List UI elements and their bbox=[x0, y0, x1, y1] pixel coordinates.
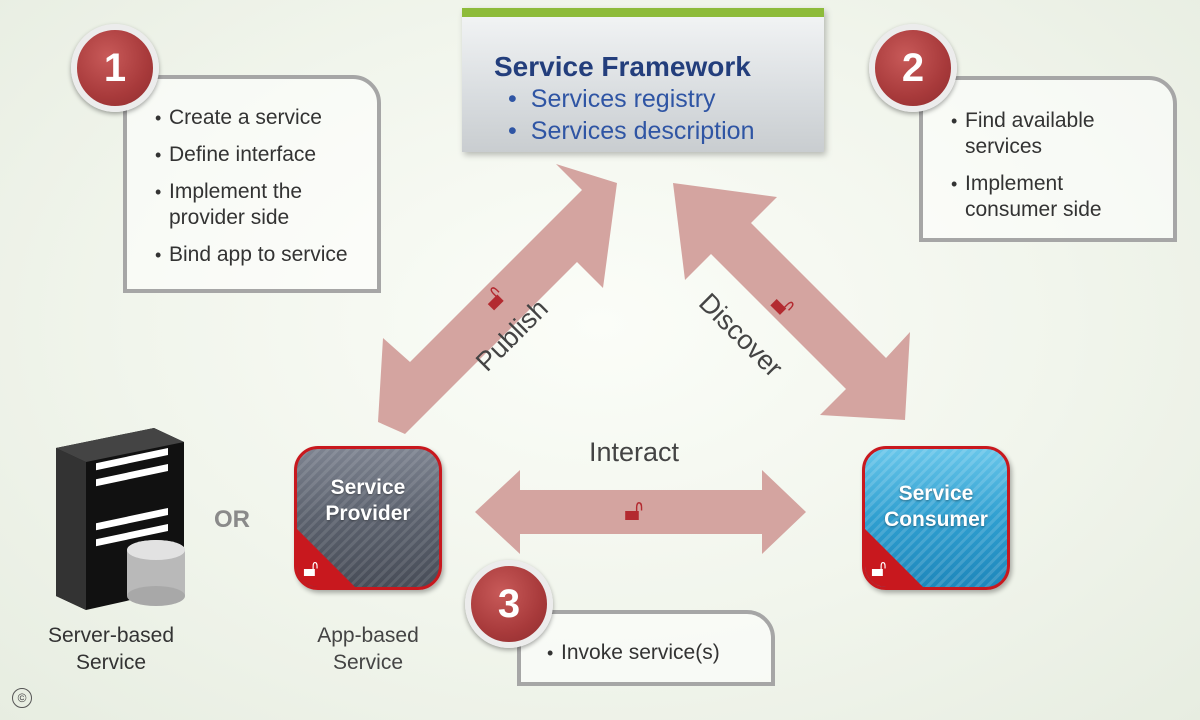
service-consumer-tile: Service Consumer 🔓︎ bbox=[862, 446, 1010, 590]
server-icon bbox=[56, 428, 185, 610]
server-caption: Server-based Service bbox=[20, 622, 202, 676]
framework-item: Services description bbox=[508, 115, 755, 147]
provider-caption-line: Service bbox=[332, 651, 404, 674]
padlock-icon: 🔓︎ bbox=[871, 555, 887, 582]
step-1-item: Implement the provider side bbox=[155, 179, 339, 231]
or-label: OR bbox=[214, 506, 250, 533]
step-2-badge: 2 bbox=[869, 24, 957, 112]
step-3-badge: 3 bbox=[465, 560, 553, 648]
copyright-icon: © bbox=[12, 688, 32, 708]
service-provider-tile: Service Provider 🔓︎ bbox=[294, 446, 442, 590]
tile-corner bbox=[297, 529, 355, 587]
step-2-item: Find available services bbox=[951, 108, 1125, 160]
step-1-item: Bind app to service bbox=[155, 242, 381, 268]
discover-arrow bbox=[673, 183, 910, 420]
tile-corner bbox=[865, 529, 923, 587]
interact-arrow bbox=[475, 470, 806, 554]
padlock-icon: 🔓︎ bbox=[624, 494, 644, 527]
framework-item: Services registry bbox=[508, 83, 754, 115]
step-2-box: Find available services Implement consum… bbox=[919, 76, 1177, 242]
step-1-box: Create a service Define interface Implem… bbox=[123, 75, 381, 293]
step-3-item: Invoke service(s) bbox=[547, 640, 720, 666]
step-1-badge: 1 bbox=[71, 24, 159, 112]
publish-arrow bbox=[378, 164, 617, 434]
server-caption-line: Service bbox=[75, 651, 147, 674]
consumer-label-line: Service bbox=[898, 482, 974, 505]
step-1-item: Create a service bbox=[155, 105, 381, 131]
step-3-list: Invoke service(s) bbox=[547, 640, 720, 677]
provider-label-line: Provider bbox=[325, 502, 411, 525]
step-3-box: Invoke service(s) bbox=[517, 610, 775, 686]
step-2-list: Find available services Implement consum… bbox=[951, 108, 1151, 234]
provider-label-line: Service bbox=[330, 476, 406, 499]
provider-caption: App-based Service bbox=[282, 622, 454, 676]
provider-caption-line: App-based bbox=[317, 624, 419, 647]
framework-list: Services registry Services description bbox=[508, 83, 755, 147]
service-framework-box: Service Framework Services registry Serv… bbox=[462, 8, 824, 152]
consumer-label-line: Consumer bbox=[884, 508, 988, 531]
step-1-item: Define interface bbox=[155, 142, 381, 168]
interact-label: Interact bbox=[589, 437, 680, 467]
framework-title: Service Framework bbox=[494, 51, 751, 82]
padlock-icon: 🔓︎ bbox=[303, 555, 319, 582]
server-caption-line: Server-based bbox=[47, 624, 175, 647]
step-2-item: Implement consumer side bbox=[951, 171, 1135, 223]
step-1-list: Create a service Define interface Implem… bbox=[155, 105, 381, 279]
